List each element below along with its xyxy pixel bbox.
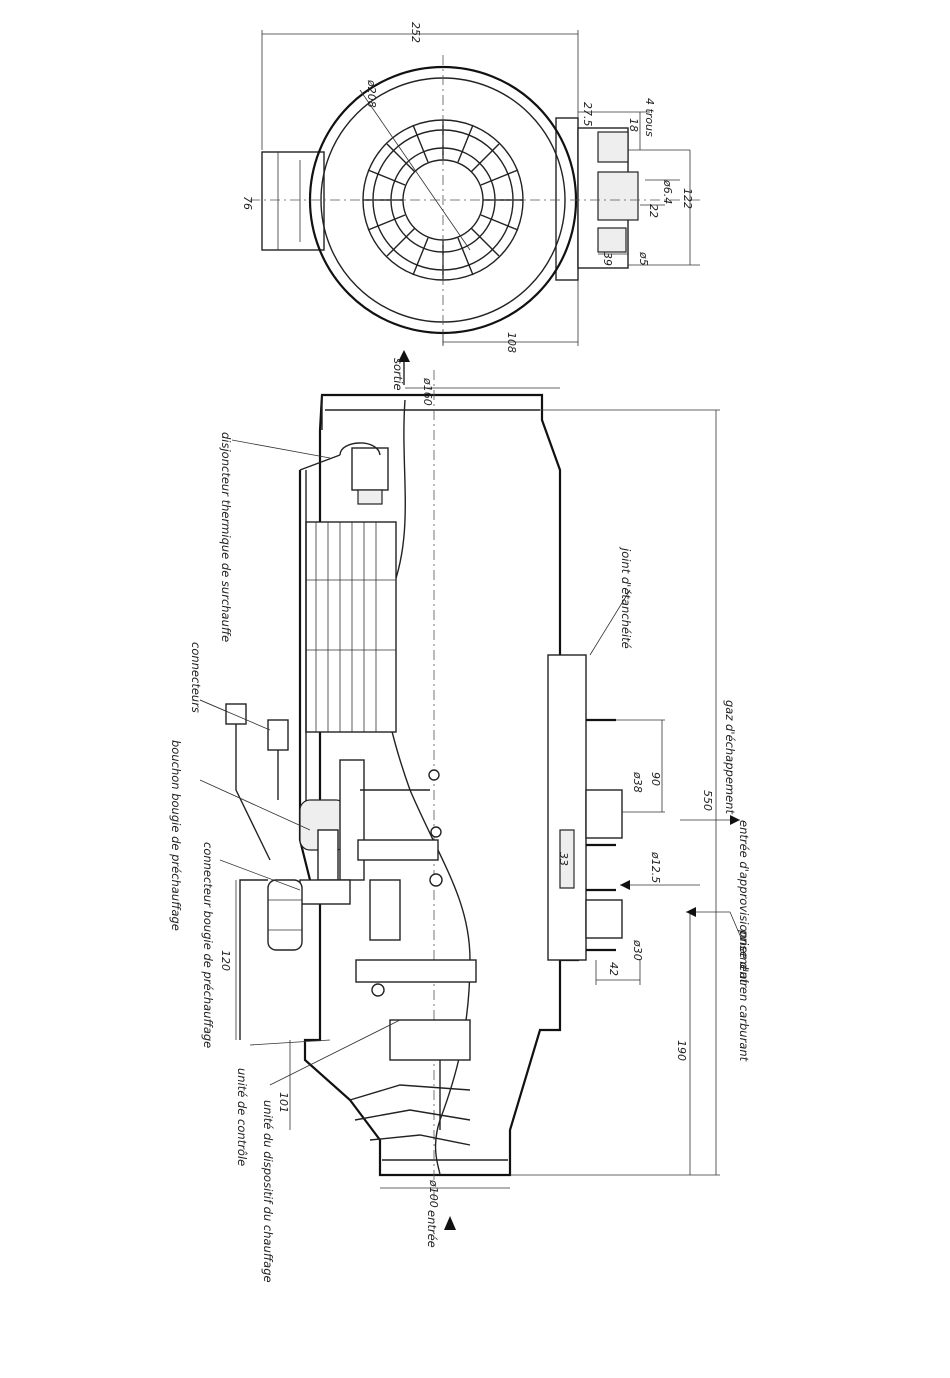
label-fuel-inlet: entrée d'approvisionnement en carburant [737, 820, 751, 1062]
dim-m5: ø5 [637, 251, 650, 266]
label-outlet: sortie [391, 358, 405, 391]
dim-holes: 4 trous [643, 98, 656, 137]
flange [555, 117, 579, 281]
label-control-unit: unité de contrôle [235, 1068, 249, 1166]
heat-exchanger [305, 521, 397, 733]
label-thermal-switch: disjoncteur thermique de surchauffe [219, 432, 233, 642]
connectors [225, 703, 289, 861]
control-unit [239, 879, 303, 1040]
label-glow-plug-connector: connecteur bougie de préchauffage [201, 842, 215, 1048]
dim-42: 42 [607, 962, 620, 976]
gasket-plate [547, 654, 587, 961]
dim-6-4: ø6.4 [661, 179, 674, 204]
dim-22: 22 [647, 204, 660, 218]
dim-30: ø30 [631, 939, 644, 961]
dim-side: 76 [241, 196, 254, 210]
thermal-switch [339, 442, 389, 505]
dim-108: 108 [505, 332, 518, 353]
label-heater-unit: unité du dispositif du chauffage [261, 1100, 275, 1283]
label-glow-plug-cap: bouchon bougie de préchauffage [169, 740, 183, 931]
dim-33: 33 [557, 852, 570, 866]
dim-18: 18 [627, 118, 640, 132]
label-air-intake: prise d'air [737, 929, 751, 989]
heater-body [303, 393, 580, 1177]
label-exhaust: gaz d'échappement [723, 700, 737, 814]
dim-101: 101 [277, 1092, 290, 1113]
dim-90: 90 [649, 772, 662, 786]
dim-27-5: 27.5 [581, 102, 594, 127]
dim-inlet-diameter: ø100 [427, 1179, 440, 1208]
dim-12-5: ø12.5 [649, 851, 662, 883]
dim-122: 122 [681, 188, 694, 209]
side-view: 550 190 90 ø38 33 ø12.5 42 ø30 120 101 ø… [169, 350, 751, 1283]
dim-total-length: 550 [701, 790, 714, 811]
dim-overall-width: 252 [409, 22, 422, 43]
dim-39: 39 [601, 252, 614, 266]
top-view: ø208 252 76 108 27.5 18 4 trous 122 ø6.4… [241, 22, 700, 353]
dim-outlet-diameter: ø160 [421, 377, 434, 406]
dim-body-length: 190 [675, 1040, 688, 1061]
glow-plug [299, 759, 365, 905]
label-connectors: connecteurs [189, 642, 203, 713]
dim-fan-diameter: ø208 [365, 79, 378, 108]
label-inlet: entrée [425, 1210, 439, 1248]
dim-120: 120 [219, 950, 232, 971]
dim-38: ø38 [631, 771, 644, 793]
label-gasket: joint d'étanchéité [619, 546, 633, 649]
